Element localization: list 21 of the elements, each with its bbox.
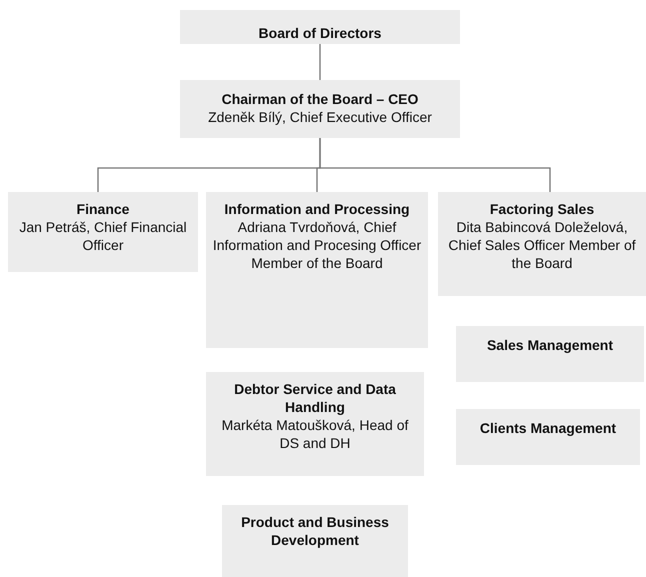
department-box	[206, 192, 428, 348]
unit-title: Debtor Service and Data Handling	[233, 380, 397, 416]
org-chart-box	[180, 10, 460, 44]
department-box	[8, 192, 198, 272]
officer-name: Markéta Matoušková, Head of DS and DH	[220, 416, 410, 452]
connector-line	[319, 138, 551, 192]
department-box	[438, 192, 646, 296]
connector-line	[319, 44, 321, 80]
unit-title: Information and Processing	[224, 200, 410, 218]
unit-title: Chairman of the Board – CEO	[222, 90, 418, 108]
unit-title: Product and Business Development	[240, 513, 390, 549]
officer-name: Dita Babincová Doleželová, Chief Sales Officer Member of the Board	[447, 218, 637, 272]
unit-title: Clients Management	[480, 419, 616, 437]
unit-title: Sales Management	[486, 336, 614, 354]
unit-title: Board of Directors	[258, 24, 382, 42]
org-chart-box	[180, 80, 460, 138]
officer-name: Jan Petráš, Chief Financial Officer	[18, 218, 188, 254]
unit-title: Finance	[76, 200, 130, 218]
officer-name: Zdeněk Bílý, Chief Executive Officer	[208, 108, 432, 126]
unit-title: Factoring Sales	[490, 200, 594, 218]
officer-name: Adriana Tvrdoňová, Chief Information and Procesing Officer Member of the Board	[212, 218, 422, 272]
